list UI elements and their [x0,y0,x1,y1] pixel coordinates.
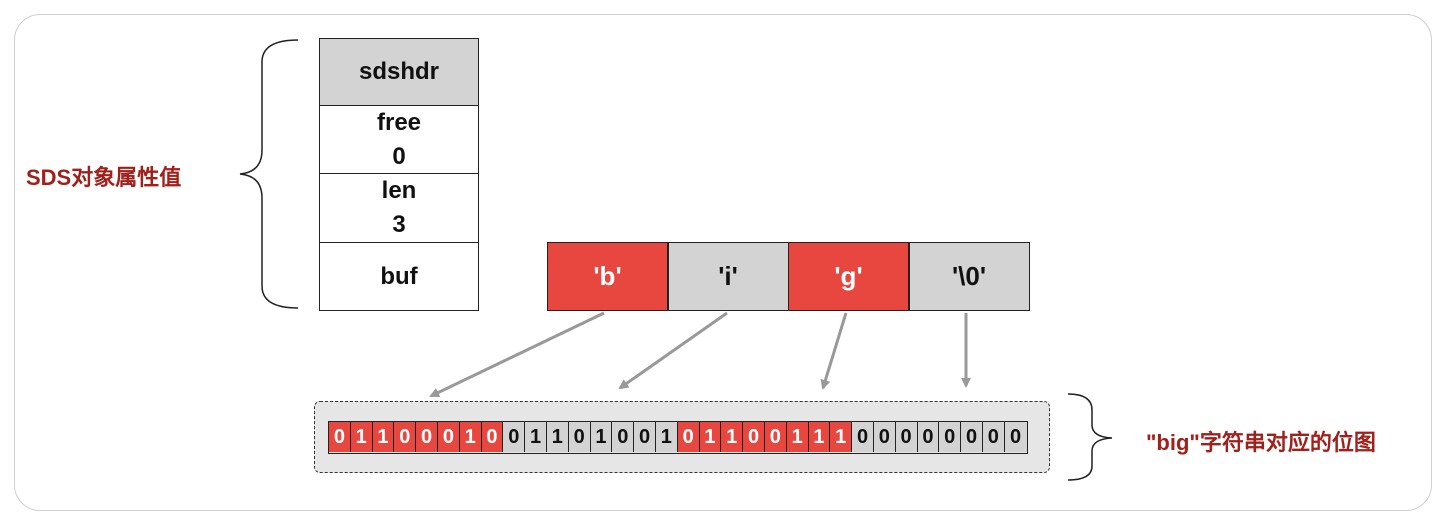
sdshdr-title: sdshdr [358,58,439,85]
free-value: 0 [392,142,406,170]
bit-cell: 1 [808,422,831,452]
bit-cell: 0 [416,422,438,452]
bit-cell: 1 [546,422,569,452]
bit-cell: 0 [612,422,635,452]
bitmap-brace [1067,393,1113,481]
buf-char-cell: 'g' [788,242,909,311]
bit-cell: 0 [503,422,526,452]
buf-cell: buf [319,242,479,311]
bit-cell: 0 [982,422,1005,452]
bit-cell: 0 [437,422,460,452]
bit-cell: 1 [350,422,373,452]
bit-cell: 0 [939,422,962,452]
bit-cell: 1 [699,422,722,452]
bit-cell: 0 [329,422,351,452]
bit-cell: 0 [917,422,940,452]
bit-cell: 1 [830,422,853,452]
bit-cell: 1 [721,422,744,452]
buf-char-cell: '\0' [908,242,1030,311]
bit-cell: 1 [786,422,809,452]
bit-cell: 0 [852,422,874,452]
bit-cell: 0 [961,422,983,452]
free-label: free [376,108,422,136]
bit-cell: 0 [481,422,504,452]
bit-cell: 0 [895,422,918,452]
len-cell: len 3 [319,173,479,243]
len-value: 3 [392,211,406,238]
bit-cell: 0 [743,422,765,452]
sdshdr-brace [239,39,299,309]
free-cell: free 0 [319,105,479,174]
bit-cell: 1 [459,422,482,452]
buf-label: buf [380,262,418,290]
bit-cell: 0 [634,422,656,452]
bit-cell: 1 [372,422,395,452]
bit-cell: 0 [394,422,417,452]
bit-cell: 1 [655,422,678,452]
bit-cell: 1 [525,422,547,452]
buf-char-cell: 'b' [547,242,668,311]
sds-attrs-label: SDS对象属性值 [26,165,182,190]
arrow-b [429,311,605,398]
arrow-g [820,312,848,390]
bit-cell: 0 [764,422,787,452]
bit-cell: 0 [568,422,591,452]
bit-cell: 1 [590,422,613,452]
buf-char-cell: 'i' [667,242,789,311]
bit-cell: 0 [677,422,700,452]
len-label: len [381,177,417,204]
arrow-i [618,311,728,390]
bit-cell: 0 [873,422,896,452]
bit-cell: 0 [1004,422,1027,452]
sdshdr-title-cell: sdshdr [319,38,479,106]
bitmap-caption: "big"字符串对应的位图 [1146,430,1376,455]
